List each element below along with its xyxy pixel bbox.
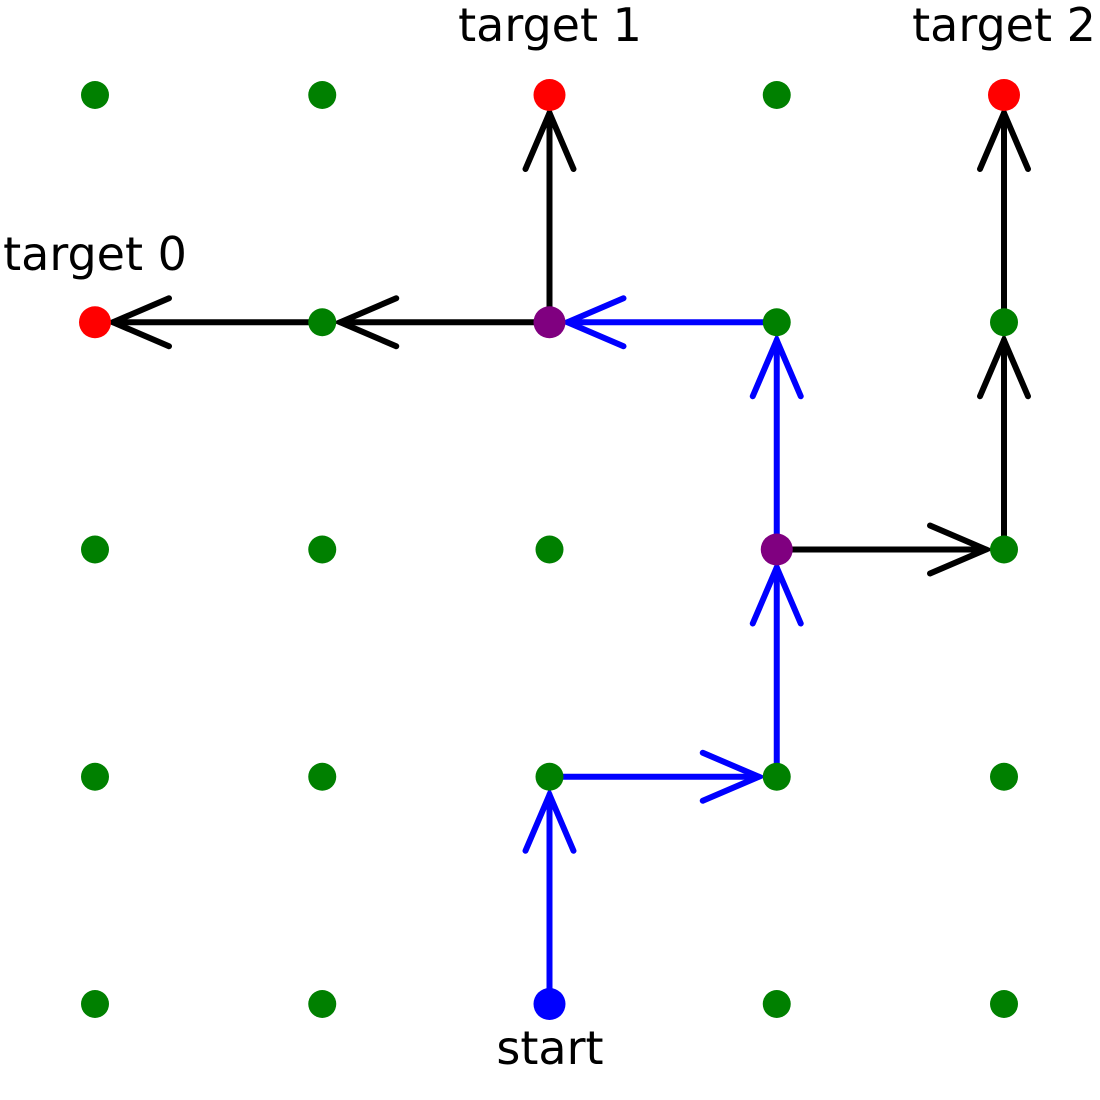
node-node — [81, 535, 109, 564]
path-arrow-branch-path — [977, 332, 1031, 553]
junction-node — [533, 306, 566, 339]
node-node — [308, 990, 337, 1018]
node-node — [308, 535, 337, 564]
path-arrow-branch-path — [522, 105, 577, 326]
arrow-head — [332, 295, 400, 350]
target-node — [79, 306, 111, 339]
node-node — [535, 762, 564, 791]
path-arrow-branch-path — [105, 295, 326, 350]
arrow-head — [977, 105, 1031, 172]
node-node — [990, 762, 1018, 791]
arrow-head — [749, 559, 804, 627]
node-node — [81, 990, 109, 1018]
node-node — [990, 535, 1018, 564]
node-node — [762, 762, 791, 791]
path-arrow-branch-path — [773, 522, 994, 577]
arrow-head — [699, 749, 767, 804]
arrow-head — [977, 332, 1031, 400]
node-node — [308, 81, 337, 109]
path-arrow-shared-path — [559, 295, 780, 350]
node-node — [81, 762, 109, 791]
target-1-label: target 1 — [458, 0, 642, 52]
junction-node — [760, 533, 793, 566]
target-2-label: target 2 — [912, 0, 1096, 52]
target-node — [988, 79, 1020, 111]
node-node — [990, 990, 1018, 1018]
nodes-layer — [79, 79, 1020, 1020]
start-node — [533, 988, 566, 1020]
path-arrow-shared-path — [749, 332, 804, 553]
node-node — [762, 990, 791, 1018]
path-arrow-branch-path — [977, 105, 1031, 326]
path-arrow-shared-path — [522, 787, 577, 1007]
arrow-head — [559, 295, 627, 350]
node-node — [762, 308, 791, 337]
path-arrow-shared-path — [546, 749, 767, 804]
path-arrow-shared-path — [749, 559, 804, 780]
arrow-head — [927, 522, 994, 577]
edges-layer — [105, 105, 1031, 1007]
arrow-head — [522, 105, 577, 172]
arrow-head — [749, 332, 804, 400]
node-node — [308, 762, 337, 791]
arrow-head — [522, 787, 577, 854]
start-label: start — [496, 1021, 603, 1075]
target-0-label: target 0 — [3, 227, 187, 281]
labels-layer: start target 0 target 1 target 2 — [3, 0, 1096, 1075]
path-arrow-branch-path — [332, 295, 553, 350]
node-node — [308, 308, 337, 337]
target-node — [533, 79, 566, 111]
arrow-head — [105, 295, 172, 350]
node-node — [535, 535, 564, 564]
node-node — [81, 81, 109, 109]
node-node — [990, 308, 1018, 337]
node-node — [762, 81, 791, 109]
